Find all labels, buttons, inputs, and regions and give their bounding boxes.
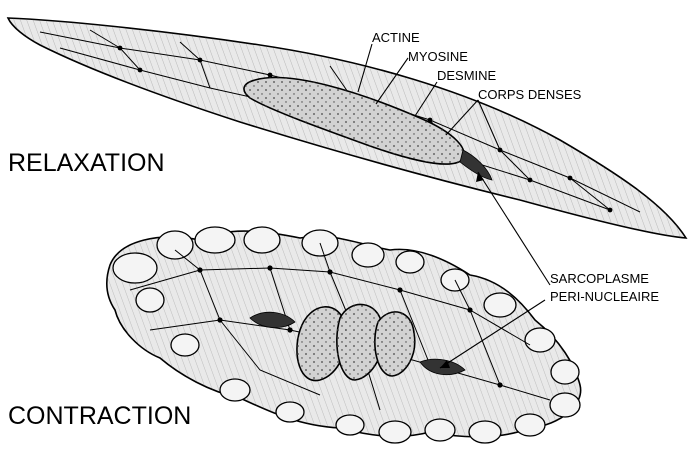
label-sarcoplasme: SARCOPLASME xyxy=(550,271,649,286)
label-contraction: CONTRACTION xyxy=(8,402,191,430)
label-desmine: DESMINE xyxy=(437,68,497,83)
label-actine: ACTINE xyxy=(372,30,420,45)
label-peri-nucleaire: PERI-NUCLEAIRE xyxy=(550,289,659,304)
label-myosine: MYOSINE xyxy=(408,49,468,64)
relaxed-cell xyxy=(8,18,686,238)
label-corps-denses: CORPS DENSES xyxy=(478,87,582,102)
label-relaxation: RELAXATION xyxy=(8,149,165,177)
